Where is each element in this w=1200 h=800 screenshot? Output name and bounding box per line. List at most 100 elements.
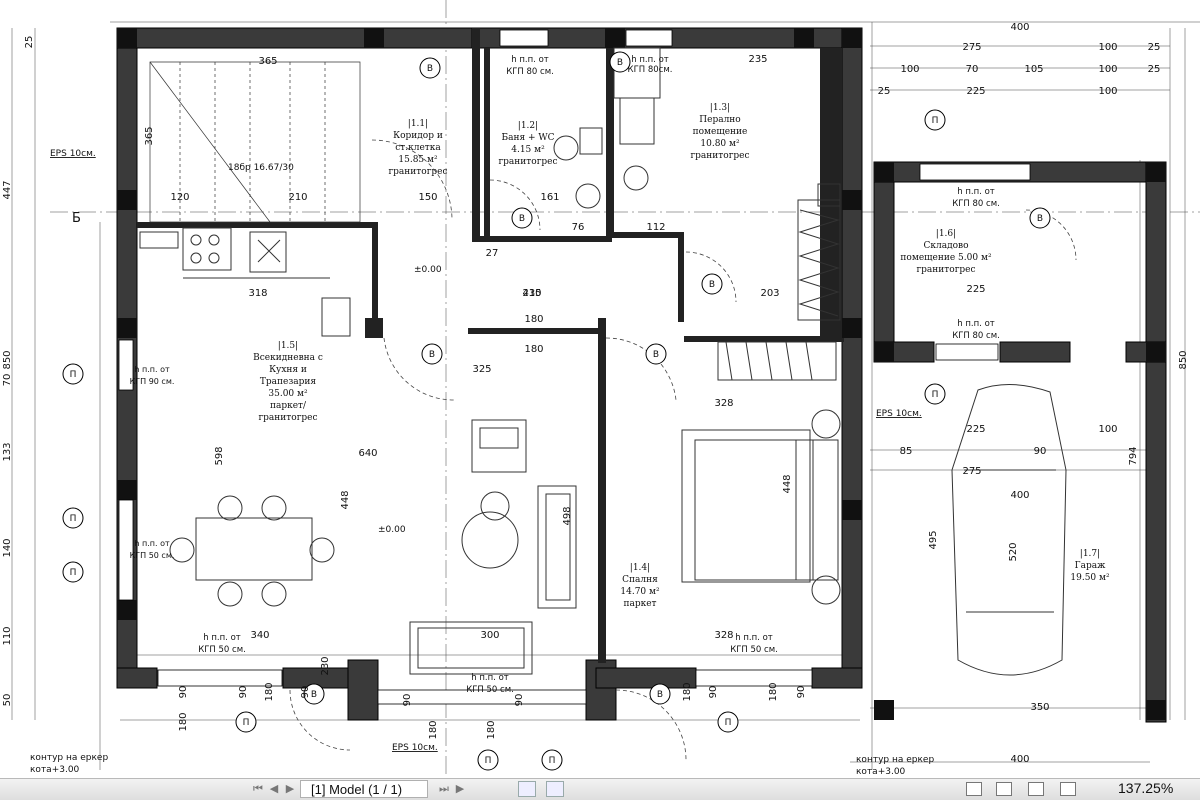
window-marker: П [924, 383, 946, 405]
room-1-5-l6: паркет/ [270, 401, 307, 411]
window-marker: П [541, 749, 563, 771]
dimensions-vertical: 25 447 850 70 133 140 110 50 850 794 520… [2, 36, 1189, 707]
sill-note: h п.п. от [134, 365, 170, 374]
dim-text: 365 [258, 56, 277, 67]
room-1-5-l5: 35.00 м² [268, 389, 308, 399]
dim-text: 850 [1178, 350, 1189, 369]
dim-text: 85 [900, 446, 913, 457]
play-icon[interactable]: ▶ [455, 782, 465, 795]
layout-icon[interactable] [518, 781, 536, 797]
window-marker: П [62, 561, 84, 583]
sill-note: КГП 90 см. [130, 377, 175, 386]
drawing-canvas[interactable]: |1.1| Коридор и ст.клетка 15.85 м² грани… [0, 0, 1200, 778]
dim-text: 110 [2, 626, 13, 645]
sill-note: КГП 50 см. [730, 645, 778, 655]
door-marker: В [419, 57, 441, 79]
window-marker: П [717, 711, 739, 733]
elevation-label-2: ±0.00 [378, 525, 406, 535]
dim-text: 90 [178, 686, 189, 699]
dim-text: 90 [708, 686, 719, 699]
door-markers: В В В В В В В В В [303, 51, 1051, 705]
svg-text:В: В [617, 58, 623, 68]
sill-note: h п.п. от [957, 319, 995, 329]
sill-note: КГП 80 см. [952, 331, 1000, 341]
dim-text: 340 [250, 630, 269, 641]
room-1-3-l2: Перално [699, 115, 740, 125]
furniture [139, 47, 1067, 676]
stair-label: 18бр 16.67/30 [228, 163, 294, 173]
sill-note: h п.п. от [134, 539, 170, 548]
sill-note: КГП 50 см. [198, 645, 246, 655]
first-page-icon[interactable]: ⏮ [253, 782, 263, 795]
dim-text: 100 [1098, 64, 1117, 75]
sill-note: КГП 50 см. [466, 685, 514, 695]
svg-text:П: П [243, 718, 250, 728]
room-1-7-l1: |1.7| [1080, 549, 1100, 559]
dim-text: 180 [768, 682, 779, 701]
sill-note: h п.п. от [631, 55, 669, 65]
last-page-icon[interactable]: ⏭ [439, 782, 449, 795]
single-page-view-icon[interactable] [966, 782, 982, 796]
dim-text: 850 [2, 350, 13, 369]
dim-text: 400 [1010, 754, 1029, 765]
door-marker: В [701, 273, 723, 295]
window-markers: П П П П П П П П П [62, 109, 946, 771]
dim-text: 520 [1008, 542, 1019, 561]
svg-text:В: В [519, 214, 525, 224]
dim-text: 140 [2, 538, 13, 557]
dim-text: 180 [486, 720, 497, 739]
dim-text: 90 [238, 686, 249, 699]
dim-text: 100 [1098, 42, 1117, 53]
svg-text:П: П [485, 756, 492, 766]
window-marker: П [62, 507, 84, 529]
dim-text: 400 [1010, 22, 1029, 33]
dim-text: 90 [796, 686, 807, 699]
dim-text: 180 [428, 720, 439, 739]
dim-text: 25 [1148, 42, 1161, 53]
dim-text: 235 [748, 54, 767, 65]
dim-text: 495 [928, 530, 939, 549]
room-1-3-l1: |1.3| [710, 103, 730, 113]
bay-label-1b: кота+3.00 [30, 765, 80, 775]
dim-text: 598 [214, 446, 225, 465]
dim-text: 210 [522, 288, 541, 299]
wall-caps [117, 28, 1166, 720]
room-1-1-l1: |1.1| [408, 119, 428, 129]
layer-icon[interactable] [546, 781, 564, 797]
dim-text: 180 [524, 344, 543, 355]
zoom-level[interactable]: 137.25% [1118, 780, 1174, 796]
floor-plan: |1.1| Коридор и ст.клетка 15.85 м² грани… [2, 0, 1200, 778]
dim-text: 25 [24, 36, 35, 49]
svg-text:П: П [725, 718, 732, 728]
prev-page-icon[interactable]: ◀ [269, 782, 279, 795]
continuous-view-icon[interactable] [996, 782, 1012, 796]
dimensions-bottom: 90 180 90 180 90 230 90 180 180 90 180 9… [178, 656, 807, 739]
door-marker: В [511, 207, 533, 229]
dim-text: 180 [178, 712, 189, 731]
room-1-6-l4: гранитогрес [916, 265, 975, 275]
dim-text: 27 [486, 248, 499, 259]
sill-note: h п.п. от [957, 187, 995, 197]
room-1-6-l1: |1.6| [936, 229, 956, 239]
sill-note: h п.п. от [511, 55, 549, 65]
room-1-5-l2: Всекидневна с [253, 353, 323, 363]
sill-note: h п.п. от [735, 633, 773, 643]
dimensions: 400 275 100 25 100 70 105 100 25 225 100… [170, 22, 1160, 765]
dim-text: 275 [962, 466, 981, 477]
room-1-7-l3: 19.50 м² [1070, 573, 1110, 583]
door-marker: В [609, 51, 631, 73]
axis-label: Б [72, 211, 81, 226]
next-page-icon[interactable]: ▶ [285, 782, 295, 795]
sill-note: h п.п. от [471, 673, 509, 683]
door-marker: В [1029, 207, 1051, 229]
dim-text: 180 [682, 682, 693, 701]
dim-text: 120 [170, 192, 189, 203]
page-selector[interactable]: [1] Model (1 / 1) [300, 780, 428, 798]
facing-view-icon[interactable] [1028, 782, 1044, 796]
dim-text: 365 [144, 126, 155, 145]
bay-label-2a: контур на еркер [856, 755, 934, 765]
room-1-3-l4: 10.80 м² [700, 139, 740, 149]
sill-note: КГП 80см. [628, 65, 673, 75]
window-marker: П [477, 749, 499, 771]
continuous-facing-view-icon[interactable] [1060, 782, 1076, 796]
